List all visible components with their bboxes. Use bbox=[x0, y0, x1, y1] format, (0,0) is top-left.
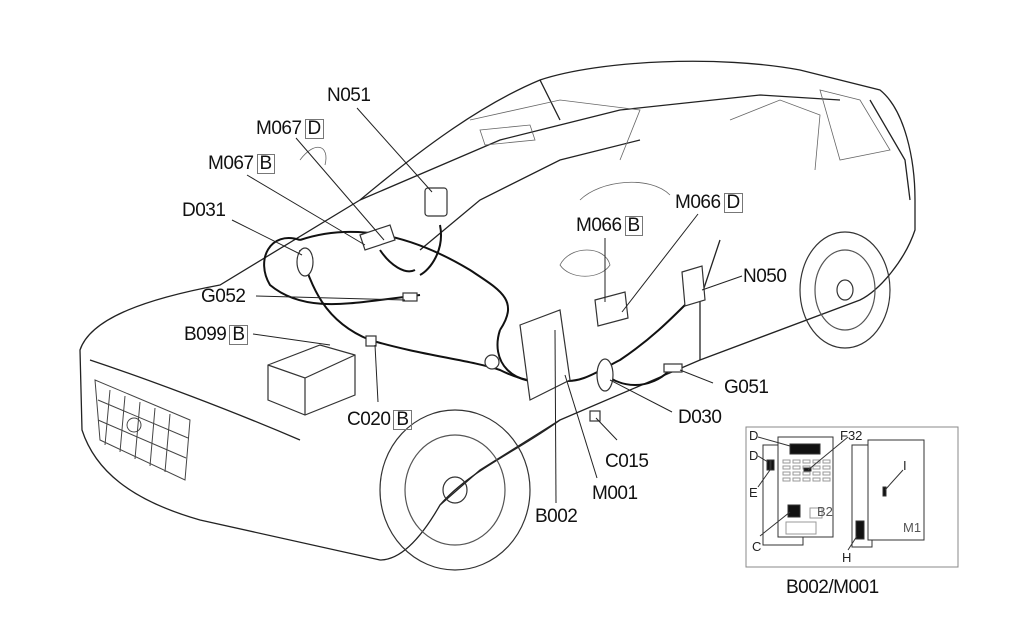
rear-wheel bbox=[799, 231, 891, 349]
label-n050: N050 bbox=[743, 266, 787, 287]
component-m066 bbox=[594, 291, 629, 327]
inset-label-h: H bbox=[842, 550, 852, 565]
module-b002 bbox=[519, 309, 571, 401]
inset-label-c: C bbox=[752, 539, 762, 554]
inset-label-i: I bbox=[903, 458, 907, 473]
inset-b002-m001 bbox=[745, 426, 959, 568]
label-g052: G052 bbox=[201, 286, 246, 307]
inset-caption: B002/M001 bbox=[786, 577, 879, 598]
component-n050 bbox=[681, 265, 706, 307]
label-b002: B002 bbox=[535, 506, 578, 527]
front-grille bbox=[94, 379, 191, 481]
label-g051: G051 bbox=[724, 377, 769, 398]
label-n051: N051 bbox=[327, 85, 371, 106]
car-interior-lines bbox=[299, 89, 891, 277]
label-d031: D031 bbox=[182, 200, 226, 221]
battery bbox=[267, 344, 356, 416]
inset-label-e: E bbox=[749, 485, 758, 500]
label-m001: M001 bbox=[592, 483, 638, 504]
inset-label-d-top: D bbox=[749, 428, 759, 443]
component-n051 bbox=[424, 187, 448, 217]
component-m067 bbox=[359, 224, 396, 251]
label-c015: C015 bbox=[605, 451, 649, 472]
component-small-connectors bbox=[296, 247, 683, 422]
inset-label-m1: M1 bbox=[903, 520, 922, 535]
inset-label-b2: B2 bbox=[817, 504, 833, 519]
front-wheel bbox=[379, 409, 531, 571]
label-d030: D030 bbox=[678, 407, 722, 428]
car-body-outline bbox=[79, 60, 916, 561]
inset-label-f32: F32 bbox=[840, 428, 863, 443]
leader-lines bbox=[231, 107, 743, 504]
inset-label-d: D bbox=[749, 448, 759, 463]
